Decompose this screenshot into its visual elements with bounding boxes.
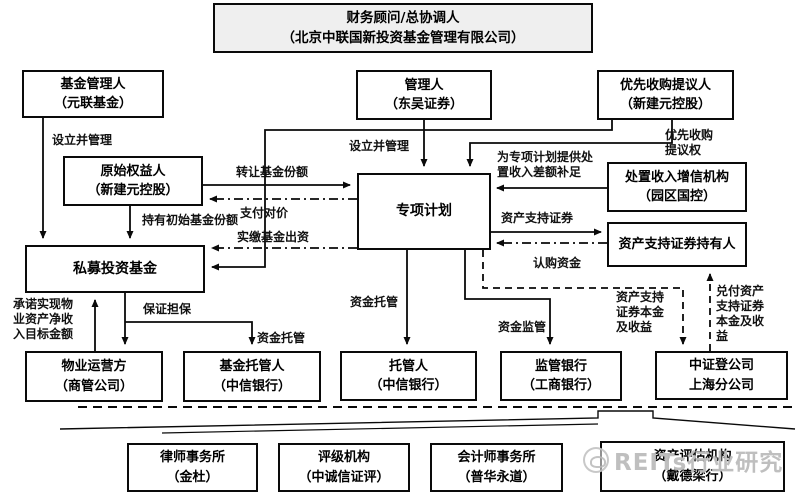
- node-pe-fund: 私募投资基金: [25, 245, 205, 293]
- label-redemption-payment: 兑付资产 支持证券 本金及收 益: [716, 284, 765, 343]
- brace-divider-lower: [161, 423, 599, 434]
- node-custodian: 托管人 （中信银行）: [340, 351, 477, 401]
- node-fund-custodian: 基金托管人 （中信银行）: [183, 351, 321, 402]
- label-subscription-funds: 认购资金: [533, 256, 582, 270]
- node-rating-agency: 评级机构 （中诚信证评）: [278, 443, 410, 492]
- edge-priority-offer-right: [466, 120, 673, 167]
- node-supervising-bank: 监管银行 （工商银行）: [500, 351, 622, 401]
- label-abs-securities: 资产支持证券: [501, 211, 574, 225]
- edge-priority-offer-to-fund: [211, 120, 613, 271]
- label-fund-custody: 资金托管: [257, 331, 306, 345]
- node-credit-enhancer: 处置收入增信机构 （园区国控）: [607, 162, 747, 212]
- node-abs-holders: 资产支持证券持有人: [607, 222, 747, 267]
- label-hold-initial-shares: 持有初始基金份额: [142, 213, 239, 227]
- node-accounting-firm: 会计师事务所 （普华永道）: [430, 443, 563, 492]
- label-pay-consideration: 支付对价: [240, 206, 289, 220]
- brace-divider: [59, 410, 796, 430]
- edge-fund-custody: [125, 321, 256, 345]
- node-abs-plan: 专项计划: [357, 173, 491, 250]
- edge-principal-income: [482, 250, 687, 345]
- label-principal-income: 资产支持 证券本金 及收益: [616, 290, 665, 334]
- node-csdc-shanghai: 中证登公司 上海分公司: [655, 351, 788, 400]
- node-plan-manager: 管理人 （东吴证券）: [356, 70, 492, 120]
- label-shortfall-makeup: 为专项计划提供处 置收入差额补足: [497, 150, 594, 179]
- watermark-logo-icon: [583, 447, 609, 473]
- node-financial-advisor: 财务顾问/总协调人 （北京中联国新投资基金管理有限公司）: [213, 3, 593, 53]
- node-original-equity-holder: 原始权益人 （新建元控股）: [63, 156, 203, 206]
- label-fund-supervision: 资金监管: [498, 320, 547, 334]
- node-appraiser: 资产评估机构 （戴德梁行）: [600, 441, 785, 492]
- label-transfer-fund-shares: 转让基金份额: [236, 165, 309, 179]
- node-property-operator: 物业运营方 （商管公司）: [25, 351, 163, 402]
- node-fund-manager: 基金管理人 （元联基金）: [22, 70, 164, 118]
- watermark: REITs行业研究: [583, 443, 783, 477]
- label-income-commitment: 承诺实现物 业资产净收 入目标金额: [13, 297, 74, 341]
- node-law-firm: 律师事务所 （金杜）: [127, 443, 258, 492]
- edge-fund-supervision: [464, 250, 554, 345]
- node-priority-offeror: 优先收购提议人 （新建元控股）: [597, 70, 734, 120]
- label-setup-manage-left: 设立并管理: [52, 133, 113, 147]
- label-plan-custody: 资金托管: [350, 295, 399, 309]
- label-paid-in-capital: 实缴基金出资: [237, 230, 310, 244]
- label-priority-offer-right: 优先收购 提议权: [665, 128, 714, 157]
- label-guarantee: 保证担保: [143, 302, 192, 316]
- watermark-text: REITs行业研究: [614, 450, 784, 476]
- label-setup-manage-mid: 设立并管理: [349, 139, 410, 153]
